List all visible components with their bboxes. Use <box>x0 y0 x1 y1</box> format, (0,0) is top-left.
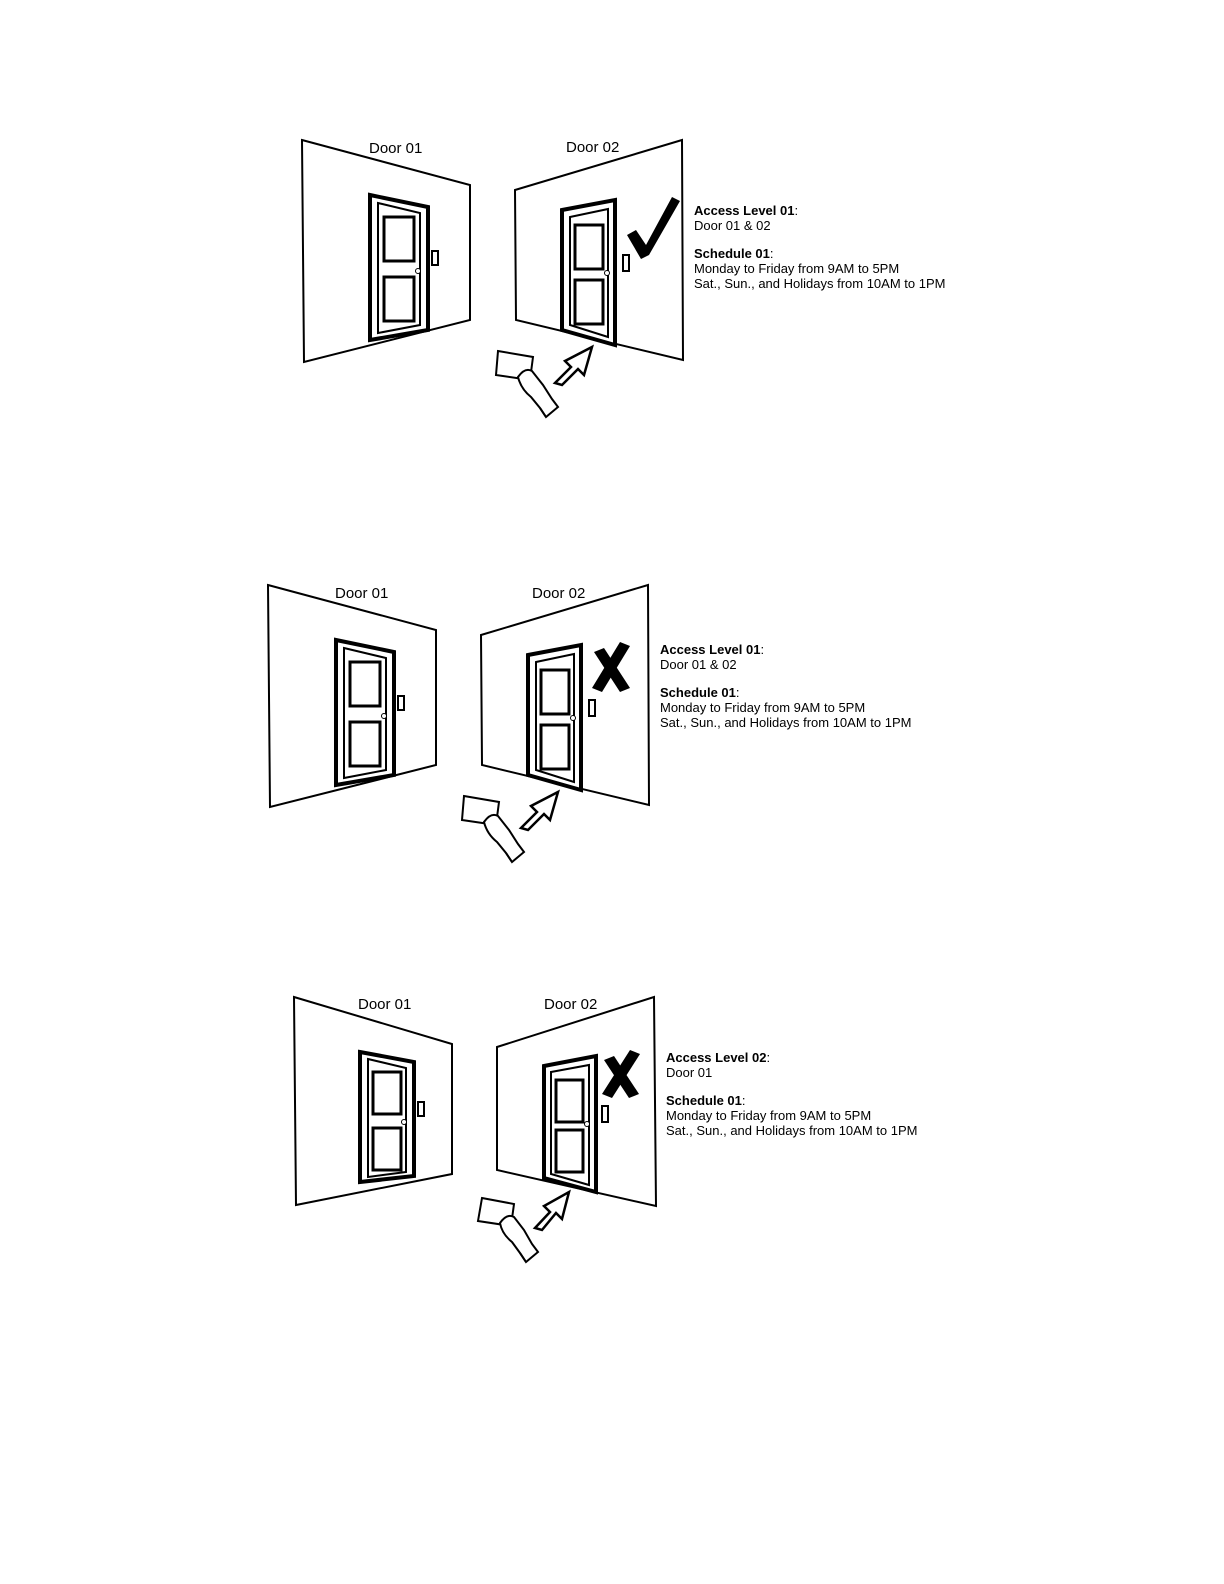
schedule-line: Monday to Friday from 9AM to 5PM <box>660 700 866 715</box>
door-01 <box>368 192 430 343</box>
door-01-label: Door 01 <box>358 996 412 1013</box>
door-01-label: Door 01 <box>335 585 389 602</box>
schedule-line: Sat., Sun., and Holidays from 10AM to 1P… <box>660 715 912 730</box>
access-scene-3: Door 01 Door 02 Access Level 02: Door 01… <box>292 992 992 1292</box>
door-02 <box>560 197 617 348</box>
access-level-title: Access Level 02 <box>666 1050 767 1065</box>
doors-illustration <box>292 995 658 1264</box>
schedule-line: Monday to Friday from 9AM to 5PM <box>666 1108 872 1123</box>
access-info: Access Level 01: Door 01 & 02 Schedule 0… <box>660 642 912 730</box>
schedule-line: Sat., Sun., and Holidays from 10AM to 1P… <box>694 276 946 291</box>
door-02-label: Door 02 <box>544 996 598 1013</box>
access-level-doors: Door 01 <box>666 1065 713 1080</box>
schedule-line: Monday to Friday from 9AM to 5PM <box>694 261 900 276</box>
door-02 <box>542 1053 598 1195</box>
door-01-label: Door 01 <box>369 140 423 157</box>
hand-with-card-icon <box>494 349 560 419</box>
schedule-title: Schedule 01 <box>660 685 736 700</box>
direction-arrow-icon <box>532 1189 571 1232</box>
door-01 <box>334 637 396 788</box>
access-level-title: Access Level 01 <box>660 642 761 657</box>
door-02 <box>526 642 583 793</box>
door-02-label: Door 02 <box>566 139 620 156</box>
hand-with-card-icon <box>476 1196 540 1264</box>
card-reader-icon <box>601 1105 609 1123</box>
checkmark-icon <box>627 197 680 259</box>
schedule-line: Sat., Sun., and Holidays from 10AM to 1P… <box>666 1123 918 1138</box>
access-scene-2: Door 01 Door 02 Access Level 01: Door 01… <box>266 580 966 880</box>
access-scene-1: Door 01 Door 02 Access Level 01: Door 01… <box>300 135 1000 435</box>
direction-arrow-icon <box>518 789 560 832</box>
card-reader-icon <box>588 699 596 717</box>
doors-illustration <box>300 138 685 419</box>
direction-arrow-icon <box>552 344 594 387</box>
doors-illustration <box>266 583 651 864</box>
card-reader-icon <box>622 254 630 272</box>
cross-icon <box>592 642 630 692</box>
door-02-label: Door 02 <box>532 585 586 602</box>
card-reader-icon <box>417 1101 425 1117</box>
access-level-doors: Door 01 & 02 <box>660 657 737 672</box>
schedule-title: Schedule 01 <box>666 1093 742 1108</box>
card-reader-icon <box>431 250 439 266</box>
access-level-title: Access Level 01 <box>694 203 795 218</box>
door-01 <box>358 1049 416 1185</box>
schedule-title: Schedule 01 <box>694 246 770 261</box>
access-level-doors: Door 01 & 02 <box>694 218 771 233</box>
hand-with-card-icon <box>460 794 526 864</box>
access-info: Access Level 02: Door 01 Schedule 01: Mo… <box>666 1050 918 1138</box>
cross-icon <box>602 1050 640 1098</box>
access-info: Access Level 01: Door 01 & 02 Schedule 0… <box>694 203 946 291</box>
card-reader-icon <box>397 695 405 711</box>
